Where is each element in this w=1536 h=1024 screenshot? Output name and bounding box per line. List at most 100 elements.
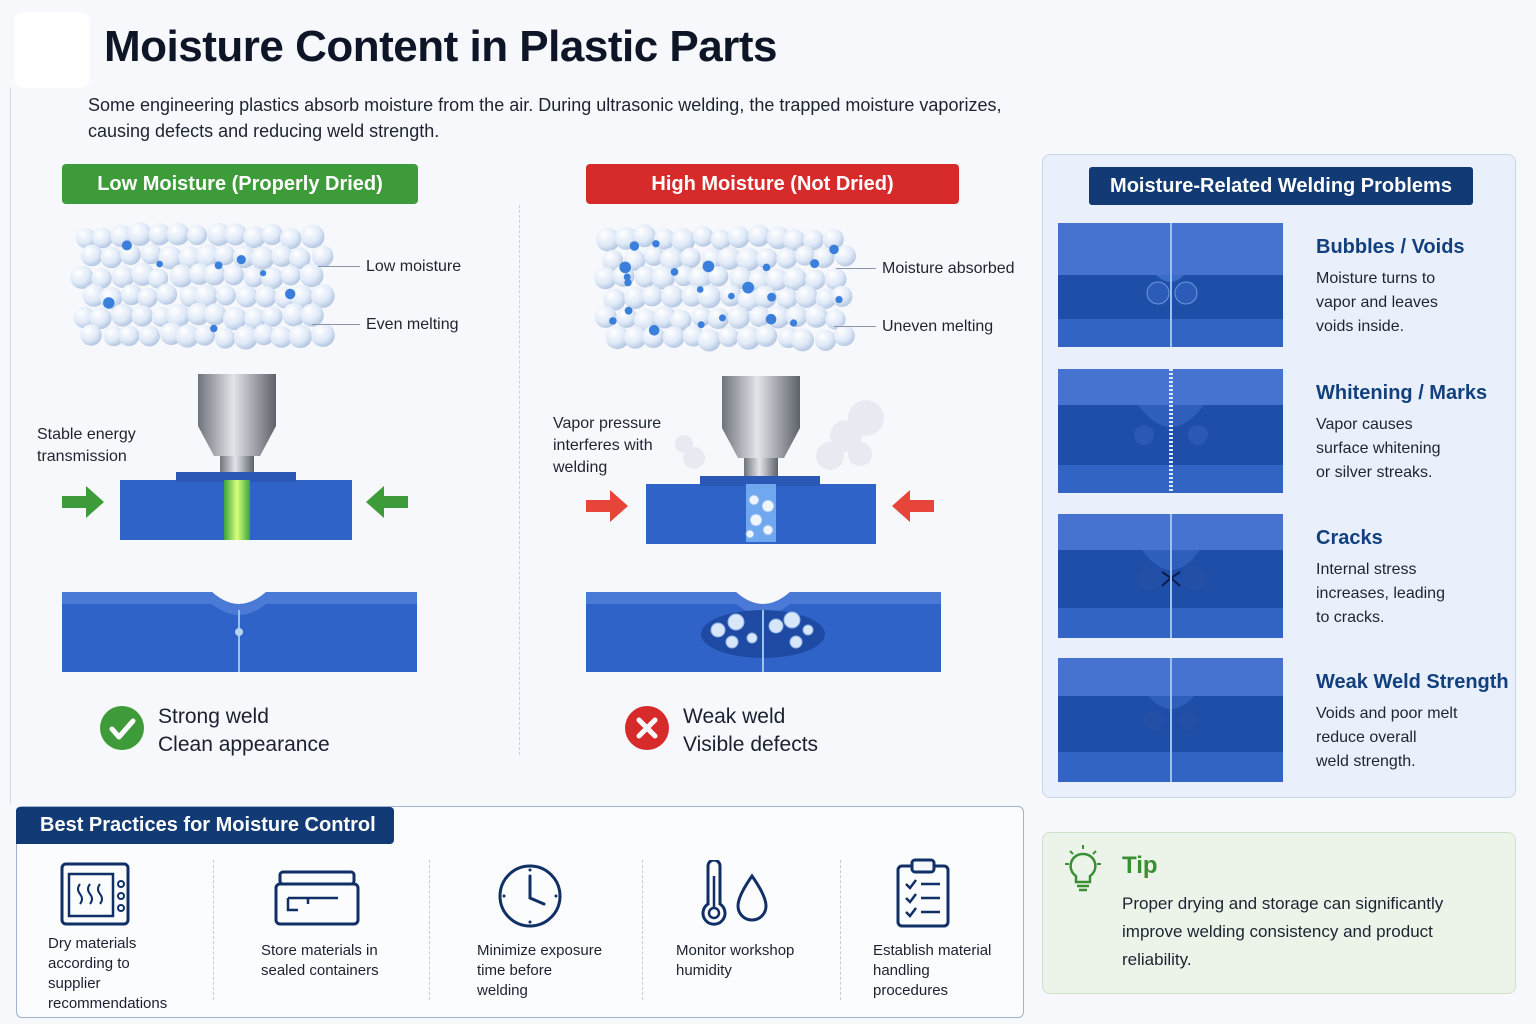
pellet bbox=[755, 324, 778, 347]
pellet bbox=[127, 222, 152, 246]
practice-line: Dry materials bbox=[48, 935, 137, 952]
clock-icon bbox=[498, 864, 562, 928]
pellet bbox=[660, 285, 684, 308]
pellet bbox=[300, 224, 325, 249]
moisture-droplet bbox=[236, 255, 246, 265]
pellet bbox=[151, 306, 172, 327]
practice-separator bbox=[840, 860, 841, 1000]
moisture-droplet bbox=[260, 270, 267, 277]
pellet bbox=[688, 266, 712, 290]
pellet bbox=[243, 225, 266, 249]
arrow-right-red bbox=[586, 490, 628, 522]
moisture-droplet bbox=[697, 321, 705, 329]
problem-desc-cracks: Internal stress increases, leading to cr… bbox=[1316, 558, 1445, 630]
practice-separator bbox=[642, 860, 643, 1000]
pellet bbox=[300, 303, 324, 327]
pellet bbox=[783, 229, 806, 251]
result-line-1: Strong weld bbox=[158, 705, 269, 728]
pellet bbox=[776, 288, 798, 309]
tip-line: reliability. bbox=[1122, 950, 1192, 969]
pellet bbox=[140, 243, 162, 265]
problem-desc-weak-weld: Voids and poor melt reduce overall weld … bbox=[1316, 702, 1457, 774]
moisture-droplet bbox=[210, 324, 218, 333]
pellet bbox=[697, 328, 721, 352]
moisture-droplet bbox=[121, 240, 132, 251]
high-moisture-tag: High Moisture (Not Dried) bbox=[586, 164, 959, 204]
sealed-container-icon bbox=[274, 870, 360, 926]
arrow-right-green bbox=[62, 486, 104, 518]
problem-desc-bubbles: Moisture turns to vapor and leaves voids… bbox=[1316, 267, 1438, 339]
practice-line: supplier bbox=[48, 975, 101, 992]
practice-line: recommendations bbox=[48, 995, 168, 1012]
label-even-melting: Even melting bbox=[366, 316, 459, 333]
result-line-2: Visible defects bbox=[683, 733, 819, 756]
intro-line-1: Some engineering plastics absorb moistur… bbox=[88, 95, 1002, 115]
vapor-line-3: welding bbox=[553, 459, 608, 476]
leader-low-moisture bbox=[318, 266, 360, 267]
pellet bbox=[594, 266, 617, 290]
practice-line: time before bbox=[477, 962, 553, 979]
energy-beam bbox=[224, 480, 250, 540]
pellet bbox=[814, 329, 837, 351]
pellet bbox=[795, 285, 818, 308]
pellet bbox=[311, 245, 334, 267]
moisture-droplet bbox=[767, 292, 776, 302]
leader-even-melting bbox=[312, 324, 360, 325]
intro-line-2: causing defects and reducing weld streng… bbox=[88, 121, 440, 141]
moisture-droplet bbox=[702, 260, 715, 273]
arrow-left-red bbox=[892, 490, 934, 522]
practice-line: welding bbox=[477, 982, 528, 999]
desc-line: Vapor causes bbox=[1316, 416, 1413, 433]
pellet bbox=[73, 306, 96, 329]
column-divider bbox=[519, 205, 520, 755]
pellet bbox=[707, 307, 729, 330]
pellet bbox=[805, 305, 828, 328]
pellet bbox=[175, 324, 200, 348]
pellet bbox=[727, 306, 750, 329]
pellet bbox=[791, 328, 814, 352]
pellet bbox=[697, 284, 721, 309]
pellet bbox=[749, 306, 771, 328]
pellet bbox=[118, 325, 140, 347]
lightbulb-icon bbox=[1065, 845, 1101, 892]
tip-text: Proper drying and storage can significan… bbox=[1122, 890, 1472, 974]
desc-line: Internal stress bbox=[1316, 561, 1417, 578]
pellet bbox=[280, 265, 301, 286]
pellet bbox=[753, 285, 777, 309]
problems-header: Moisture-Related Welding Problems bbox=[1089, 167, 1473, 205]
pellet bbox=[253, 324, 275, 346]
moisture-droplet bbox=[670, 268, 679, 276]
pellet bbox=[692, 226, 714, 247]
pellet bbox=[633, 224, 656, 248]
desc-line: voids inside. bbox=[1316, 318, 1405, 335]
arrow-left-green bbox=[366, 486, 408, 518]
pellet bbox=[203, 263, 226, 286]
pellet bbox=[605, 325, 630, 350]
pellet bbox=[282, 303, 306, 327]
moisture-droplet bbox=[829, 244, 839, 255]
pellet bbox=[736, 247, 761, 272]
vapor-line-2: interferes with bbox=[553, 437, 653, 454]
practice-line: sealed containers bbox=[261, 962, 379, 979]
moisture-droplet bbox=[156, 260, 163, 268]
moisture-droplet bbox=[624, 306, 633, 315]
horn-taper bbox=[198, 426, 276, 456]
low-moisture-tag: Low Moisture (Properly Dried) bbox=[62, 164, 418, 204]
horn-body bbox=[198, 374, 276, 426]
pellet bbox=[747, 224, 770, 247]
steam-cloud bbox=[675, 400, 884, 470]
pellet bbox=[717, 246, 741, 270]
pellet bbox=[223, 264, 245, 286]
pellet bbox=[634, 266, 657, 288]
pellet bbox=[261, 267, 284, 290]
pellet bbox=[243, 267, 264, 288]
moisture-droplet bbox=[728, 292, 735, 300]
pellet bbox=[156, 283, 178, 305]
stable-energy-label: Stable energy transmission bbox=[37, 424, 136, 468]
pellet bbox=[765, 268, 788, 291]
moisture-droplet bbox=[719, 314, 726, 322]
x-icon bbox=[625, 706, 669, 750]
pellet bbox=[718, 326, 739, 347]
cracks-image bbox=[1058, 514, 1283, 638]
result-line-1: Weak weld bbox=[683, 705, 786, 728]
